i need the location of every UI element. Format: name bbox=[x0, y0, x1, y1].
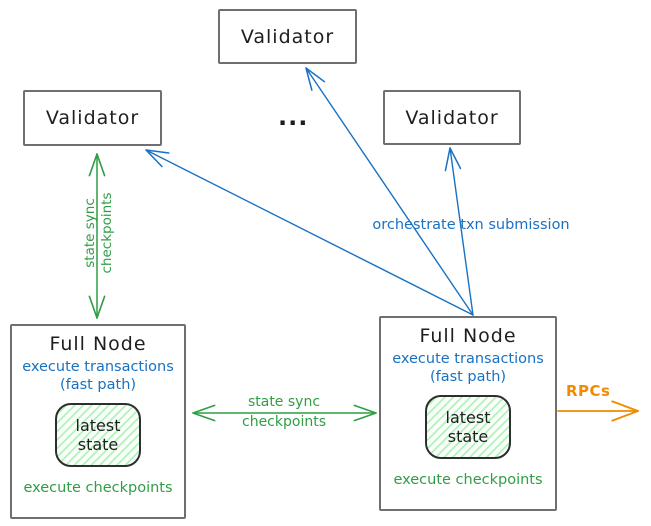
full-node-title: Full Node bbox=[419, 325, 517, 347]
latest-state-line1: latest bbox=[445, 408, 491, 427]
validators-ellipsis: ... bbox=[278, 103, 309, 131]
validator-box-top: Validator bbox=[218, 9, 357, 64]
fast-path-label: (fast path) bbox=[59, 377, 137, 393]
state-sync-horizontal-line2: checkpoints bbox=[242, 414, 326, 430]
validator-left-label: Validator bbox=[45, 107, 140, 129]
txn-submission-arrow-to-left-validator bbox=[145, 149, 474, 316]
validator-top-label: Validator bbox=[240, 25, 335, 48]
latest-state-box: latest state bbox=[425, 395, 511, 459]
rpcs-label: RPCs bbox=[566, 382, 611, 400]
state-sync-line1: state sync bbox=[82, 198, 98, 268]
execute-transactions-label: execute transactions bbox=[392, 351, 544, 367]
state-sync-horizontal-line1: state sync bbox=[247, 394, 321, 410]
execute-checkpoints-label: execute checkpoints bbox=[393, 472, 543, 488]
state-sync-line2: checkpoints bbox=[99, 192, 115, 274]
fast-path-label: (fast path) bbox=[429, 369, 507, 385]
txn-submission-arrow-to-top-validator bbox=[305, 67, 474, 316]
full-node-title: Full Node bbox=[49, 333, 147, 355]
validator-right-label: Validator bbox=[405, 106, 499, 129]
validator-box-left: Validator bbox=[23, 90, 162, 146]
latest-state-box: latest state bbox=[55, 403, 141, 467]
execute-checkpoints-label: execute checkpoints bbox=[23, 480, 173, 496]
latest-state-line2: state bbox=[447, 427, 489, 446]
state-sync-checkpoints-vertical-label: state sync checkpoints bbox=[82, 193, 116, 274]
txn-submission-arrow-to-right-validator bbox=[444, 147, 474, 316]
latest-state-line1: latest bbox=[75, 416, 121, 435]
full-node-box-left: Full Node execute transactions (fast pat… bbox=[10, 324, 186, 519]
validator-box-right: Validator bbox=[383, 90, 521, 145]
latest-state-line2: state bbox=[77, 435, 119, 454]
full-node-box-right: Full Node execute transactions (fast pat… bbox=[379, 316, 557, 511]
orchestrate-txn-submission-label: orchestrate txn submission bbox=[372, 217, 570, 233]
execute-transactions-label: execute transactions bbox=[22, 359, 174, 375]
